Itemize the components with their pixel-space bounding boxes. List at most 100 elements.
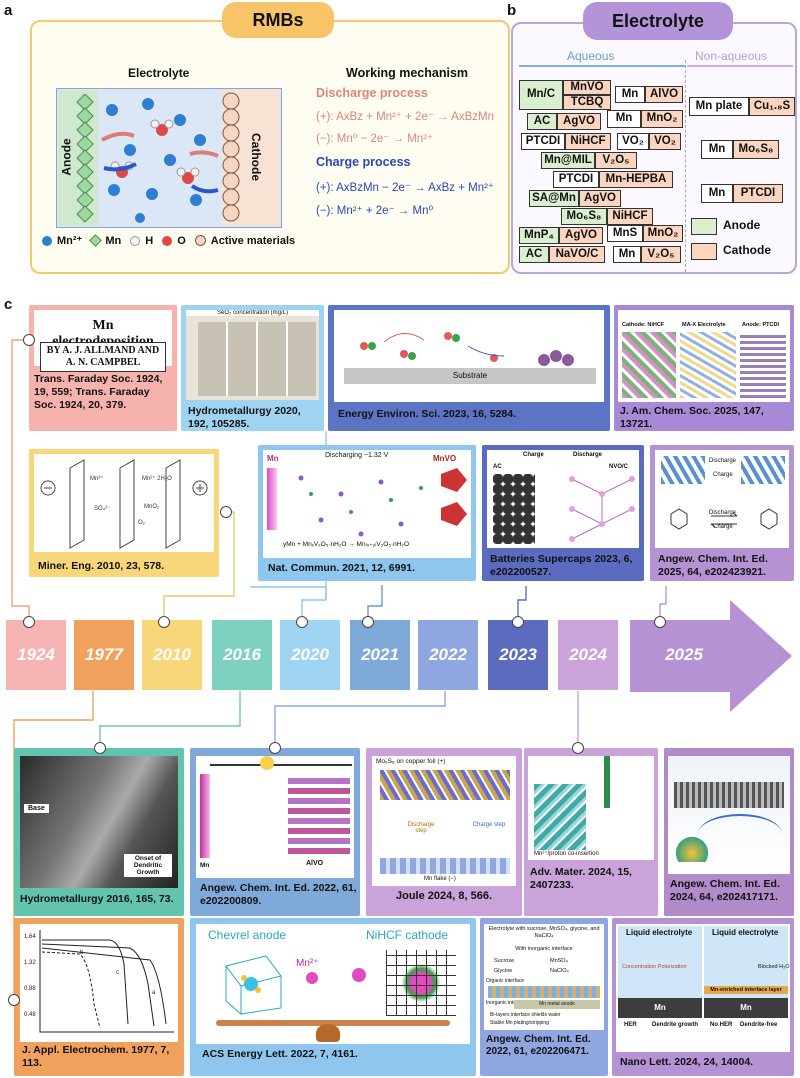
- h-dot-icon: [130, 235, 141, 246]
- card-2021-cite: Nat. Commun. 2021, 12, 6991.: [268, 562, 416, 574]
- seesaw-beam: [216, 1020, 450, 1026]
- hydro-figure-header: SeO₂ concentration (mg/L): [186, 310, 319, 316]
- cathode-spheres: [222, 92, 240, 222]
- seesaw-pivot: [316, 1024, 340, 1042]
- ptcdi-anode-1: PTCDI: [521, 133, 565, 150]
- mn-ion-2: [352, 968, 366, 982]
- year-1977: 1977: [74, 620, 134, 690]
- card-chevrel-cite: ACS Energy Lett. 2022, 7, 4161.: [202, 1048, 358, 1060]
- card-2010-cite: Miner. Eng. 2010, 23, 578.: [38, 560, 165, 572]
- angew25-discharge-2: Discharge: [709, 510, 737, 516]
- legend-o: O: [177, 234, 186, 247]
- vo2-cathode: VO₂: [649, 133, 681, 150]
- jacs-anode-label: Anode: PTCDI: [742, 322, 779, 328]
- vo2-anode: VO₂: [617, 133, 649, 150]
- sucrose-line1: Electrolyte with sucrose, MnSO₄, glycine…: [488, 926, 600, 939]
- mn-anode-3: Mn: [613, 246, 641, 263]
- card-2024b-figure: [668, 756, 790, 874]
- mnp4-anode: MnP₄: [519, 227, 559, 244]
- angew25-discharge-1: Discharge: [709, 458, 737, 464]
- card-1924-authors: BY A. J. ALLMAND AND A. N. CAMPBEL: [40, 342, 166, 372]
- ptcdi-anode-2: PTCDI: [553, 171, 599, 188]
- joule-top-lattice: [380, 770, 510, 800]
- bs-charge-label: Charge: [523, 452, 544, 458]
- svg-text:a: a: [152, 990, 156, 996]
- non-aqueous-arrow: [687, 65, 793, 67]
- card-jacs-2025-figure: Cathode: NiHCF MA-X Electrolyte Anode: P…: [618, 310, 790, 402]
- card-hydro-2020-cite: Hydrometallurgy 2020, 192, 105285.: [188, 405, 301, 430]
- mn-anode-1: Mn: [615, 86, 645, 103]
- nat-mnvo-label: MnVO: [433, 454, 457, 463]
- jacs-electrolyte-label: MA-X Electrolyte: [682, 322, 726, 328]
- tcbq-cathode: TCBQ: [563, 95, 611, 110]
- year-2022: 2022: [418, 620, 478, 690]
- agvo-cathode-2: AgVO: [579, 190, 621, 207]
- mn-anode-4: Mn: [701, 140, 733, 159]
- ees-reaction-scheme: [360, 332, 574, 366]
- cu18s-cathode: Cu₁.₈S: [749, 97, 795, 116]
- card-joule-cite: Joule 2024, 8, 566.: [396, 890, 493, 902]
- sucrose-line2: With inorganic interface: [515, 946, 573, 952]
- samn-anode: SA@Mn: [529, 190, 579, 207]
- card-2024b-cite: Angew. Chem. Int. Ed. 2024, 64, e2024171…: [670, 878, 780, 903]
- v2o5-cathode-1: V₂O₅: [595, 152, 637, 169]
- timeline-arrowhead: [630, 600, 792, 712]
- svg-text:b: b: [80, 950, 84, 956]
- mn-anode-5: Mn: [701, 184, 733, 203]
- year-2023: 2023: [488, 620, 548, 690]
- year-2010: 2010: [142, 620, 202, 690]
- nano-liquid-label-1: Liquid electrolyte: [626, 928, 693, 937]
- svg-text:SO₄²⁻: SO₄²⁻: [94, 506, 110, 512]
- adv-caption: Mn²⁺/proton co-insertion: [534, 851, 599, 857]
- dot-2020-year: [296, 616, 308, 628]
- svg-text:c: c: [116, 970, 119, 976]
- card-ees-2023-cite: Energy Environ. Sci. 2023, 16, 5284.: [338, 408, 517, 420]
- dot-2010-year: [158, 616, 170, 628]
- nano-blocked-label: Blocked H₂O: [758, 964, 790, 970]
- card-nano-figure: Liquid electrolyte Liquid electrolyte Co…: [616, 924, 790, 1052]
- card-2025b-figure: Discharge Charge Discharge Charge: [655, 450, 789, 548]
- nihcf-cathode-1: NiHCF: [565, 133, 611, 150]
- electrolyte-label: Electrolyte: [128, 66, 190, 80]
- aq-divider: [685, 60, 686, 272]
- card-2016-cite: Hydrometallurgy 2016, 165, 73.: [20, 893, 174, 905]
- nano-layer-label: Mn-enriched interface layer: [704, 986, 788, 994]
- chevrel-anode-label: Chevrel anode: [208, 928, 287, 942]
- jacs-cathode-label: Cathode: NiHCF: [622, 322, 665, 328]
- chevrel-ion-label: Mn²⁺: [296, 958, 319, 969]
- anode-diamonds: [76, 94, 94, 223]
- bs-ac-spheres: [493, 474, 535, 544]
- nano-dfree-label: Dendrite-free: [740, 1022, 778, 1028]
- mn-anode-bar: Mn metal anode: [514, 1000, 600, 1009]
- mnvo-cathode: MnVO: [563, 80, 611, 95]
- nano-conc-label: Concentration Polarization: [622, 964, 687, 970]
- card-nano-cite: Nano Lett. 2024, 24, 14004.: [620, 1056, 754, 1068]
- card-2022a-figure: Mn AlVO: [196, 756, 354, 878]
- svg-text:1.32: 1.32: [24, 960, 36, 966]
- panel-a-letter: a: [4, 2, 13, 19]
- card-1977-cite: J. Appl. Electrochem. 1977, 7, 113.: [22, 1044, 170, 1069]
- substrate: Substrate: [344, 368, 596, 384]
- mn-anode-2: Mn: [607, 110, 641, 128]
- ac-anode-2: AC: [519, 246, 549, 263]
- mno2-cathode-1: MnO₂: [641, 110, 683, 128]
- nat-discharging-label: Discharging ~1.32 V: [325, 452, 389, 459]
- card-1924-cite: Trans. Faraday Soc. 1924, 19, 559; Trans…: [34, 373, 163, 411]
- dot-2025-year: [654, 616, 666, 628]
- joule-header: Mo₆S₈ on copper foil (+): [376, 758, 446, 765]
- organic-interface-label: Organic interface: [486, 978, 525, 984]
- o-dot-icon: [162, 235, 173, 246]
- dot-2016-card: [94, 742, 106, 754]
- dot-2024-card: [572, 742, 584, 754]
- sucrose-check2: Stable Mn plating/stripping: [490, 1020, 549, 1026]
- active-material-icon: [194, 235, 206, 246]
- inorganic-interface-label: Inorganic interface: [486, 1000, 528, 1006]
- svg-text:Mn²⁺: Mn²⁺: [90, 475, 104, 482]
- chevrel-cathode-label: NiHCF cathode: [366, 928, 449, 942]
- sucrose-layers: [488, 986, 600, 998]
- anode-legend-label: Anode: [723, 218, 761, 232]
- year-2021: 2021: [350, 620, 410, 690]
- svg-text:0.88: 0.88: [24, 986, 36, 992]
